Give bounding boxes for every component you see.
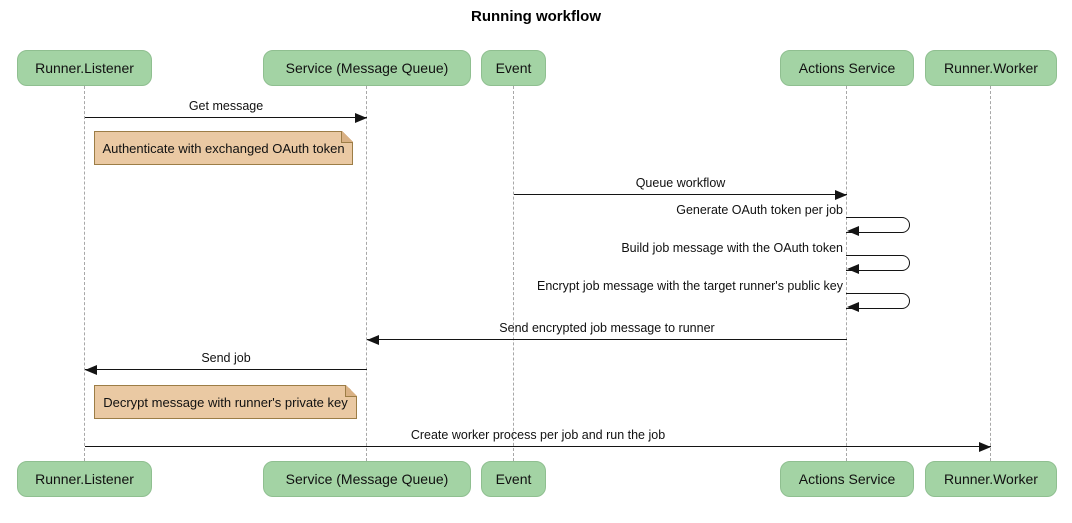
note-fold-icon bbox=[341, 131, 353, 143]
arrowhead-left-icon bbox=[85, 365, 97, 375]
actor-bottom-service-message-queue: Service (Message Queue) bbox=[263, 461, 471, 497]
note-text: Decrypt message with runner's private ke… bbox=[103, 394, 348, 410]
actor-bottom-runner-listener: Runner.Listener bbox=[17, 461, 152, 497]
self-loop-generate-oauth-token bbox=[846, 217, 910, 233]
actor-top-actions-service: Actions Service bbox=[780, 50, 914, 86]
message-label-queue-workflow: Queue workflow bbox=[635, 176, 726, 190]
lifeline-runner-worker bbox=[990, 86, 991, 461]
message-label-build-job-message: Build job message with the OAuth token bbox=[621, 241, 843, 255]
arrowhead-left-icon bbox=[847, 264, 859, 274]
message-label-encrypt-job-message: Encrypt job message with the target runn… bbox=[536, 279, 843, 293]
lifeline-actions-service bbox=[846, 86, 847, 461]
actor-top-runner-listener: Runner.Listener bbox=[17, 50, 152, 86]
message-label-create-worker: Create worker process per job and run th… bbox=[410, 428, 666, 442]
actor-top-runner-worker: Runner.Worker bbox=[925, 50, 1057, 86]
actor-bottom-runner-worker: Runner.Worker bbox=[925, 461, 1057, 497]
lifeline-service-message-queue bbox=[366, 86, 367, 461]
message-line-get-message bbox=[85, 117, 367, 118]
lifeline-runner-listener bbox=[84, 86, 85, 461]
arrowhead-right-icon bbox=[835, 190, 847, 200]
note-text: Authenticate with exchanged OAuth token bbox=[102, 140, 345, 156]
arrowhead-right-icon bbox=[355, 113, 367, 123]
message-label-send-encrypted-job: Send encrypted job message to runner bbox=[499, 321, 715, 335]
arrowhead-left-icon bbox=[847, 302, 859, 312]
lifeline-event bbox=[513, 86, 514, 461]
arrowhead-left-icon bbox=[367, 335, 379, 345]
arrowhead-right-icon bbox=[979, 442, 991, 452]
self-loop-build-job-message bbox=[846, 255, 910, 271]
actor-bottom-event: Event bbox=[481, 461, 546, 497]
actor-bottom-actions-service: Actions Service bbox=[780, 461, 914, 497]
self-loop-encrypt-job-message bbox=[846, 293, 910, 309]
message-line-send-job bbox=[85, 369, 367, 370]
message-label-get-message: Get message bbox=[188, 99, 264, 113]
message-line-send-encrypted-job bbox=[367, 339, 847, 340]
message-line-create-worker bbox=[85, 446, 991, 447]
actor-top-event: Event bbox=[481, 50, 546, 86]
diagram-title: Running workflow bbox=[471, 8, 601, 25]
note-decrypt-message: Decrypt message with runner's private ke… bbox=[94, 385, 357, 419]
arrowhead-left-icon bbox=[847, 226, 859, 236]
message-label-send-job: Send job bbox=[201, 351, 251, 365]
note-fold-icon bbox=[345, 385, 357, 397]
note-authenticate-oauth: Authenticate with exchanged OAuth token bbox=[94, 131, 353, 165]
actor-top-service-message-queue: Service (Message Queue) bbox=[263, 50, 471, 86]
message-line-queue-workflow bbox=[514, 194, 847, 195]
message-label-generate-oauth-token: Generate OAuth token per job bbox=[676, 203, 843, 217]
